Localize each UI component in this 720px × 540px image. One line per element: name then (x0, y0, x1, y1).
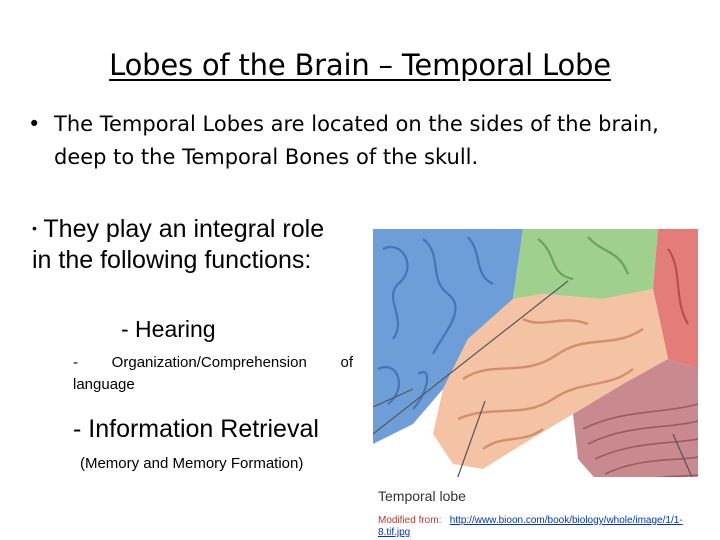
temporal-lobe-region (433, 289, 668, 469)
function-information-note: (Memory and Memory Formation) (79, 455, 304, 472)
bullet-location-text: The Temporal Lobes are located on the si… (54, 112, 659, 169)
function-information-retrieval: - Information Retrieval (Memory and Memo… (73, 414, 353, 476)
function-organization: - Organization/Comprehension of language (73, 354, 353, 393)
bullet-location: • The Temporal Lobes are located on the … (28, 108, 698, 174)
source-link[interactable]: http://www.bioon.com/book/biology/whole/… (378, 515, 683, 538)
functions-intro: • They play an integral role in the foll… (32, 213, 342, 276)
functions-bullet-marker: • (32, 220, 37, 236)
function-hearing: - Hearing (121, 316, 216, 342)
brain-illustration: Temporal lobe (373, 229, 698, 509)
source-prefix: Modified from: (378, 515, 442, 526)
temporal-lobe-label: Temporal lobe (378, 488, 466, 504)
occipital-lobe-region (653, 229, 698, 369)
bullet-marker: • (28, 112, 41, 136)
image-source-caption: Modified from: http://www.bioon.com/book… (378, 515, 698, 539)
function-information-label: - Information Retrieval (73, 415, 319, 443)
parietal-lobe-region (513, 229, 658, 299)
slide-title: Lobes of the Brain – Temporal Lobe (109, 48, 611, 82)
functions-intro-text: They play an integral role in the follow… (32, 215, 325, 274)
